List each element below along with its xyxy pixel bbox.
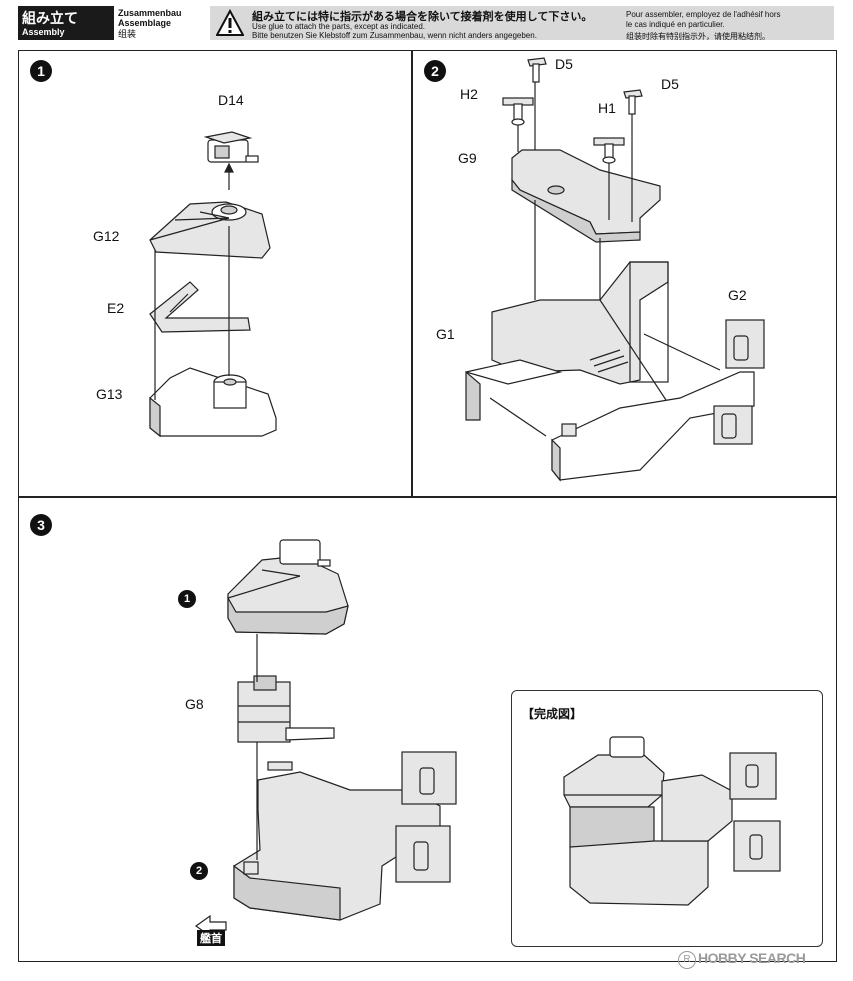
warning-fr-2: le cas indiqué en particulier.	[626, 20, 725, 29]
part-label-g2: G2	[728, 287, 747, 303]
completed-view-box: 【完成図】	[511, 690, 823, 947]
step-1-badge: 1	[30, 60, 52, 82]
warning-icon	[216, 9, 244, 36]
subassembly-1-badge: 1	[178, 590, 196, 608]
part-d14	[203, 131, 259, 163]
subassembly-1	[227, 539, 349, 635]
part-label-g9: G9	[458, 150, 477, 166]
part-g12	[149, 201, 271, 259]
step-1-panel	[18, 50, 413, 498]
part-g9	[511, 149, 661, 243]
title-en: Assembly	[22, 27, 65, 37]
part-label-g12: G12	[93, 228, 120, 244]
part-g13	[149, 367, 277, 438]
title-translations: Zusammenbau Assemblage 组装	[114, 6, 210, 40]
warning-de: Bitte benutzen Sie Klebstoff zum Zusamme…	[252, 31, 537, 40]
part-d5-b	[623, 89, 643, 115]
part-label-g1: G1	[436, 326, 455, 342]
title-jp: 組み立て	[22, 10, 78, 26]
title-zh: 组装	[118, 29, 137, 39]
glue-warning: 組み立てには特に指示がある場合を除いて接着剤を使用して下さい。 Use glue…	[210, 6, 834, 41]
part-label-e2: E2	[107, 300, 125, 316]
part-h1	[593, 137, 625, 164]
warning-zh: 组装时除有特别指示外，请使用粘结剂。	[626, 32, 770, 41]
registered-mark: R	[678, 951, 696, 969]
part-label-g13: G13	[96, 386, 123, 402]
warning-en: Use glue to attach the parts, except as …	[252, 22, 425, 31]
watermark: HOBBY SEARCH	[698, 950, 806, 966]
step-1-illustration	[149, 131, 277, 438]
assembly-title-block: 組み立て Assembly	[18, 6, 114, 40]
part-g8	[237, 675, 335, 743]
part-d5-a	[527, 57, 547, 83]
warning-fr-1: Pour assembler, employez de l'adhésif ho…	[626, 10, 781, 19]
completed-model-illustration	[563, 736, 781, 906]
part-label-d14: D14	[218, 92, 244, 108]
bow-label: 艦首	[197, 930, 225, 946]
part-label-h1: H1	[598, 100, 616, 116]
subassembly-2	[233, 751, 457, 921]
title-de: Zusammenbau	[118, 8, 182, 18]
part-e2	[149, 281, 251, 333]
warning-jp: 組み立てには特に指示がある場合を除いて接着剤を使用して下さい。	[252, 11, 593, 23]
part-label-d5-a: D5	[555, 56, 573, 72]
title-fr: Assemblage	[118, 18, 172, 28]
subassembly-2-badge: 2	[190, 862, 208, 880]
completed-view-title: 【完成図】	[522, 707, 583, 721]
instruction-header: 組み立て Assembly Zusammenbau Assemblage 组装 …	[0, 0, 853, 46]
part-h2	[502, 97, 534, 126]
part-g2	[551, 319, 765, 482]
step-2-panel	[411, 50, 837, 498]
step-2-illustration	[465, 57, 765, 482]
part-g1	[465, 261, 669, 421]
step-3-panel	[18, 496, 837, 962]
step-2-badge: 2	[424, 60, 446, 82]
part-label-d5-b: D5	[661, 76, 679, 92]
step-3-badge: 3	[30, 514, 52, 536]
part-label-h2: H2	[460, 86, 478, 102]
part-label-g8: G8	[185, 696, 204, 712]
